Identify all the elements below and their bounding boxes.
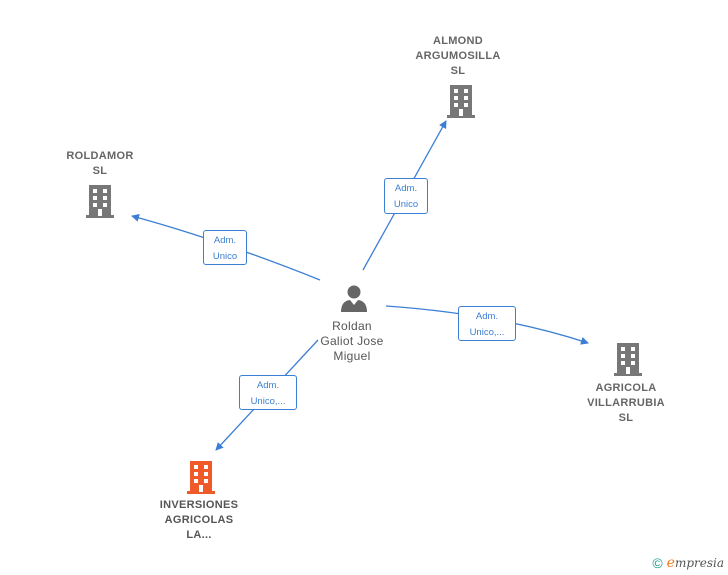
agricola-line-2: VILLARRUBIA	[587, 397, 665, 409]
brand-name: mpresia	[674, 556, 724, 570]
almond-line-3: SL	[450, 65, 466, 77]
building-icon[interactable]	[445, 84, 477, 118]
footer-brand: © empresia	[652, 555, 724, 571]
company-label-almond[interactable]: ALMOND ARGUMOSILLA SL	[398, 34, 518, 79]
person-name[interactable]: Roldan Galiot Jose Miguel	[292, 319, 412, 364]
roldamor-line-1: ROLDAMOR	[66, 150, 134, 162]
person-icon[interactable]	[339, 283, 369, 313]
roldamor-line-2: SL	[92, 165, 108, 177]
edge-label-almond[interactable]: Adm. Unico	[384, 178, 428, 214]
edge-label-almond-line-1: Adm.	[394, 183, 418, 194]
edge-label-agricola-line-1: Adm.	[475, 311, 499, 322]
edge-label-inversiones-line-2: Unico,...	[250, 396, 286, 407]
almond-line-2: ARGUMOSILLA	[415, 50, 501, 62]
person-name-line-3: Miguel	[333, 349, 371, 363]
edge-label-inversiones[interactable]: Adm. Unico,...	[239, 375, 297, 410]
company-label-agricola[interactable]: AGRICOLA VILLARRUBIA SL	[566, 381, 686, 426]
edge-label-agricola[interactable]: Adm. Unico,...	[458, 306, 516, 341]
building-icon[interactable]	[84, 184, 116, 218]
brand-logo[interactable]: empresia	[667, 555, 724, 571]
edge-label-agricola-line-2: Unico,...	[469, 327, 505, 338]
edge-label-roldamor-line-1: Adm.	[213, 235, 237, 246]
inversiones-line-3: LA...	[186, 529, 212, 541]
agricola-line-1: AGRICOLA	[595, 382, 657, 394]
edge-label-roldamor[interactable]: Adm. Unico	[203, 230, 247, 265]
brand-initial: e	[666, 555, 675, 571]
building-icon[interactable]	[185, 460, 217, 494]
edge-label-inversiones-line-1: Adm.	[256, 380, 280, 391]
company-label-inversiones[interactable]: INVERSIONES AGRICOLAS LA...	[139, 498, 259, 543]
almond-line-1: ALMOND	[432, 35, 484, 47]
inversiones-line-1: INVERSIONES	[159, 499, 239, 511]
edge-label-almond-line-2: Unico	[393, 199, 419, 210]
person-name-line-2: Galiot Jose	[320, 334, 384, 348]
copyright-icon: ©	[652, 555, 663, 571]
inversiones-line-2: AGRICOLAS	[164, 514, 234, 526]
building-icon[interactable]	[612, 342, 644, 376]
company-label-roldamor[interactable]: ROLDAMOR SL	[40, 149, 160, 179]
agricola-line-3: SL	[618, 412, 634, 424]
edge-label-roldamor-line-2: Unico	[212, 251, 238, 262]
person-name-line-1: Roldan	[332, 319, 372, 333]
